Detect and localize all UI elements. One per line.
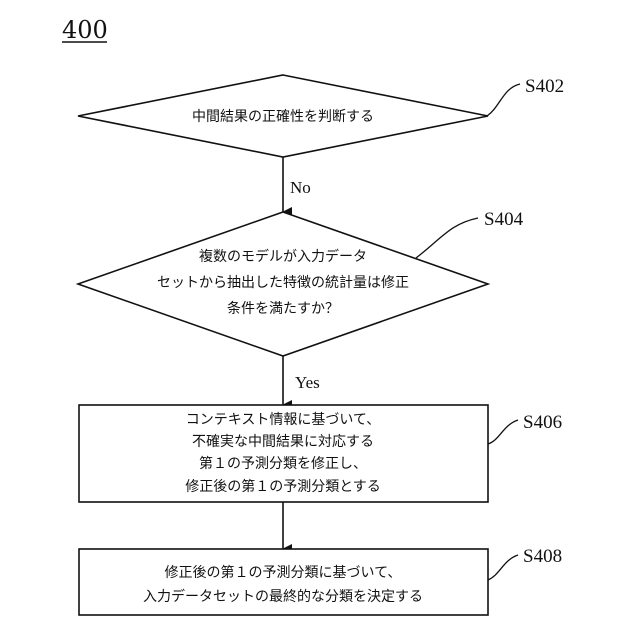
- step-label-s402: S402: [525, 76, 564, 97]
- branch-label-no: No: [290, 178, 311, 197]
- decision-s404-text-line-1: 複数のモデルが入力データ: [199, 248, 367, 265]
- decision-s404-text-line-2: セットから抽出した特徴の統計量は修正: [157, 275, 409, 291]
- step-label-s408: S408: [523, 546, 562, 567]
- figure-number: 400: [62, 16, 108, 44]
- decision-s402-text: 中間結果の正確性を判断する: [192, 109, 374, 125]
- leader-s408: [488, 555, 518, 580]
- branch-label-yes: Yes: [295, 373, 320, 392]
- step-label-s404: S404: [484, 209, 524, 230]
- decision-s404-text-line-3: 条件を満たすか？: [227, 300, 339, 317]
- process-s406-text-line-3: 第１の予測分類を修正し、: [199, 455, 367, 472]
- process-s406-text-line-1: コンテキスト情報に基づいて、: [186, 411, 380, 428]
- process-s406-text-line-2: 不確実な中間結果に対応する: [192, 434, 374, 450]
- process-s408: [79, 549, 488, 615]
- process-s406-text-line-4: 修正後の第１の予測分類とする: [185, 478, 381, 495]
- leader-s402: [487, 84, 520, 116]
- leader-s406: [488, 420, 518, 444]
- leader-s404: [416, 218, 478, 258]
- process-s408-text-line-1: 修正後の第１の予測分類に基づいて、: [165, 564, 402, 581]
- step-label-s406: S406: [523, 412, 562, 433]
- process-s408-text-line-2: 入力データセットの最終的な分類を決定する: [143, 588, 423, 605]
